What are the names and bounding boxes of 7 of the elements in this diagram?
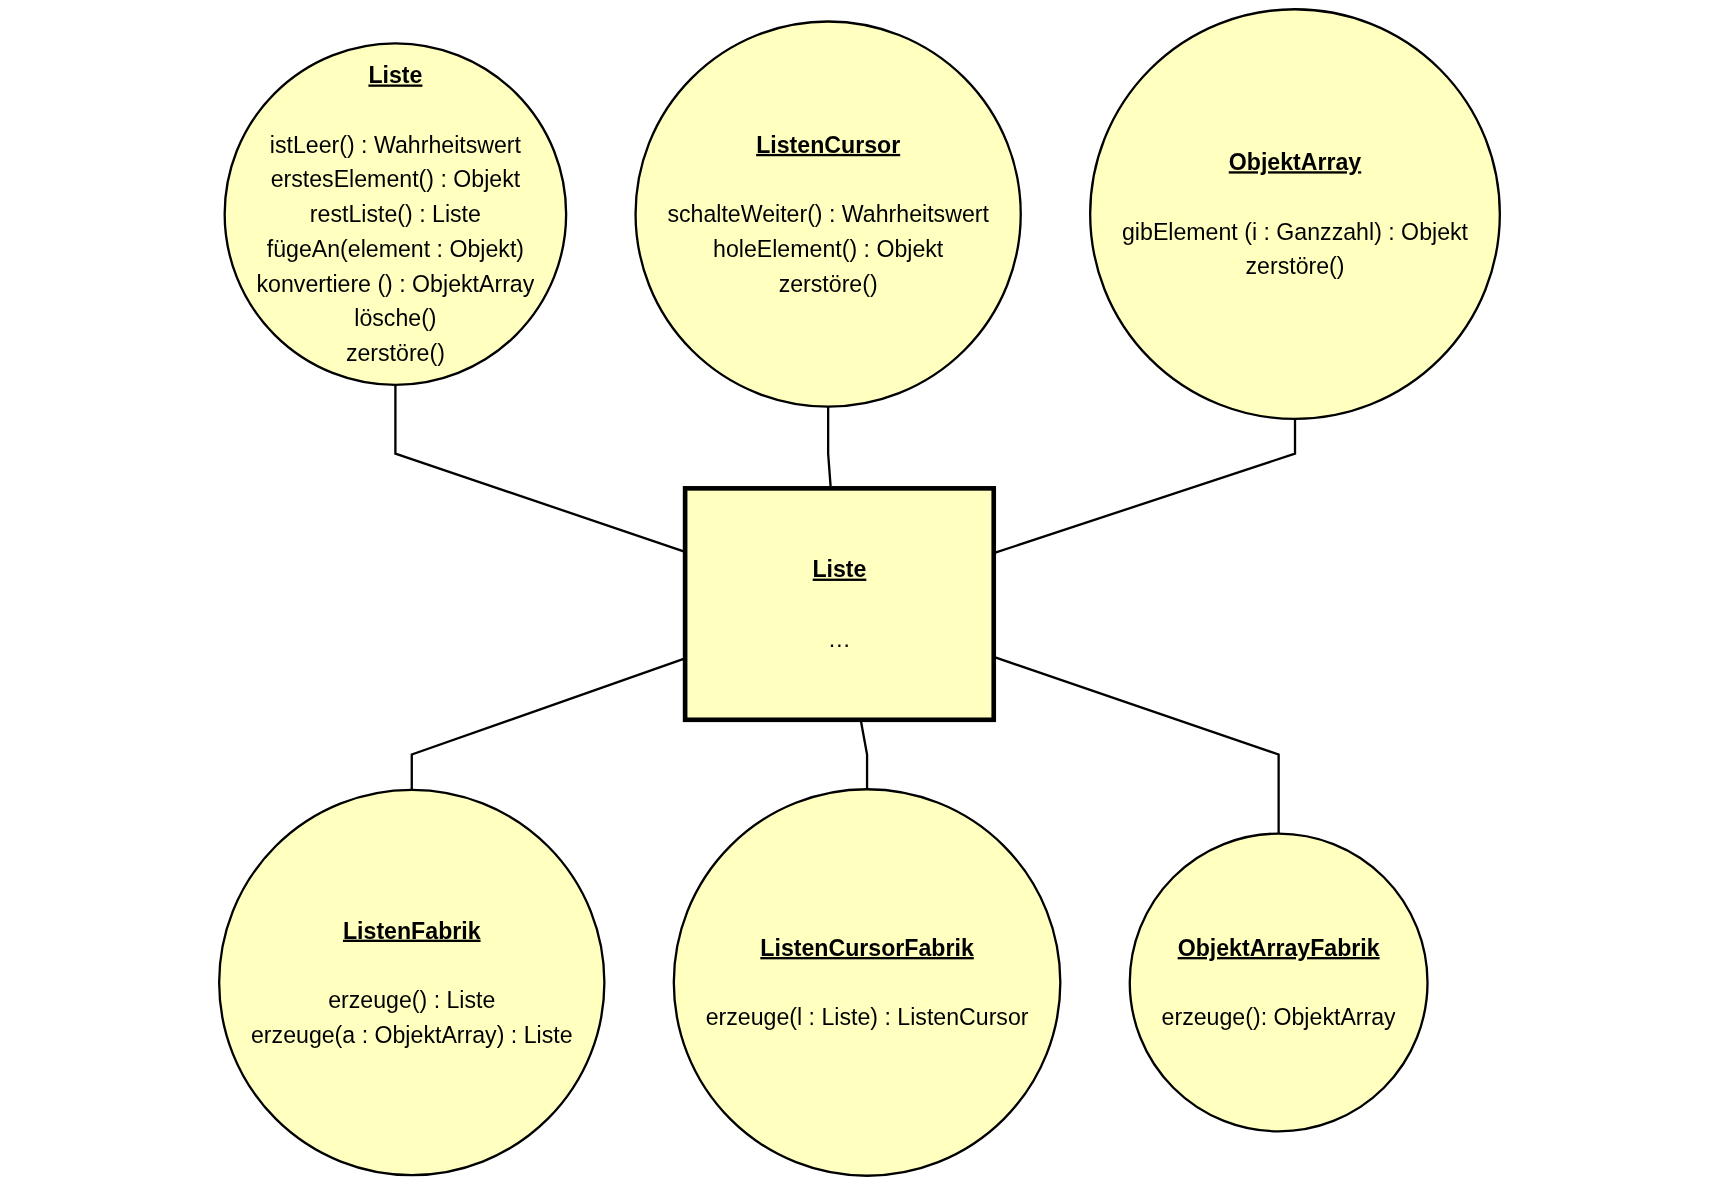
- node-circle: ListenCursorFabrik erzeuge(l : Liste) : ListenCursor: [672, 788, 1062, 1177]
- node-circle: ListenCursor schalteWeiter() : Wahrheitswert holeElement() : Objekt zerstöre(): [634, 20, 1022, 408]
- node-circle: Liste istLeer() : Wahrheitswert erstesElement() : Objekt restListe() : Liste fügeAn(element : Objekt) konvertiere () : ObjektArray lösche() zerstöre(): [223, 42, 568, 386]
- node-circle: ListenFabrik erzeuge() : Liste erzeuge(a : ObjektArray) : Liste: [218, 788, 606, 1177]
- node-box: Liste …: [682, 486, 997, 723]
- node-circle: ObjektArray gibElement (i : Ganzzahl) : Objekt zerstöre(): [1089, 8, 1501, 421]
- node-circle: ObjektArrayFabrik erzeuge(): ObjektArray: [1128, 832, 1429, 1133]
